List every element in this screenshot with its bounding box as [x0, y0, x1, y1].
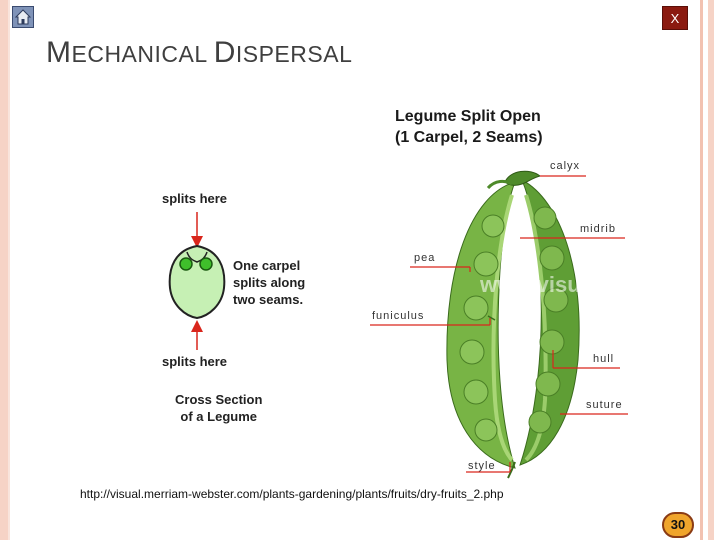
cross-section-caption: Cross Section of a Legume: [175, 391, 262, 425]
title-cap-1: M: [46, 36, 72, 69]
label-hull: hull: [593, 353, 615, 365]
label-funiculus: funiculus: [372, 310, 425, 322]
figure-title: Legume Split Open (1 Carpel, 2 Seams): [395, 106, 543, 148]
slide-frame-right: [700, 0, 720, 540]
carpel-line3: two seams.: [233, 292, 304, 307]
label-calyx: calyx: [550, 160, 581, 172]
splits-here-bottom: splits here: [162, 354, 228, 369]
carpel-caption: One carpel splits along two seams.: [233, 257, 305, 308]
home-icon: [13, 7, 33, 27]
splits-here-top: splits here: [162, 191, 228, 206]
label-style: style: [468, 460, 496, 472]
label-pea: pea: [414, 252, 436, 264]
cross-line2: of a Legume: [180, 409, 257, 424]
title-rest-1: ECHANICAL: [71, 41, 214, 67]
label-midrib: midrib: [580, 223, 616, 235]
figure-title-line2: (1 Carpel, 2 Seams): [395, 129, 543, 146]
title-rest-2: ISPERSAL: [235, 41, 353, 67]
label-suture: suture: [586, 399, 623, 411]
title-cap-2: D: [213, 36, 236, 69]
watermark: www.visualdictio: [480, 272, 640, 297]
close-button[interactable]: X: [662, 6, 688, 30]
home-button[interactable]: [12, 6, 34, 28]
slide-title: MECHANICAL DISPERSAL: [46, 36, 352, 70]
source-url[interactable]: http://visual.merriam-webster.com/plants…: [80, 487, 504, 501]
carpel-line1: One carpel: [233, 258, 301, 273]
cross-line1: Cross Section: [175, 392, 263, 407]
carpel-line2: splits along: [233, 275, 306, 290]
page-number-badge: 30: [662, 512, 694, 538]
slide-frame-left-inner: [8, 0, 10, 540]
figure-title-line1: Legume Split Open: [395, 108, 541, 125]
slide-frame-left: [0, 0, 8, 540]
